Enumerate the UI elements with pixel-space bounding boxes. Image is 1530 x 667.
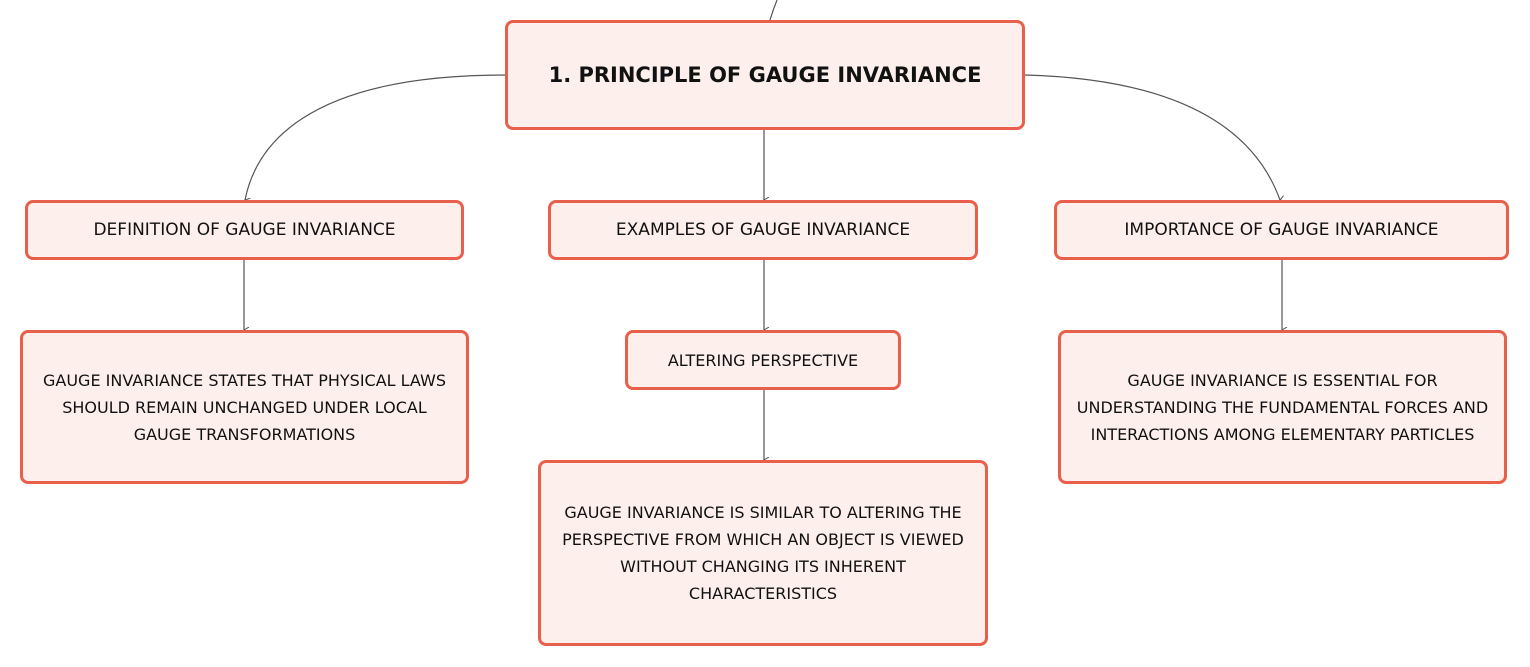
- examples-node-label: EXAMPLES OF GAUGE INVARIANCE: [615, 220, 911, 240]
- definition-node-label: DEFINITION OF GAUGE INVARIANCE: [93, 220, 396, 240]
- root-to-importance-connector: [1024, 74, 1280, 200]
- root-node-label: 1. PRINCIPLE OF GAUGE INVARIANCE: [548, 63, 982, 87]
- altering-perspective-detail-text: GAUGE INVARIANCE IS SIMILAR TO ALTERING …: [562, 503, 964, 603]
- root-node[interactable]: 1. PRINCIPLE OF GAUGE INVARIANCE: [505, 20, 1025, 130]
- importance-detail-text: GAUGE INVARIANCE IS ESSENTIAL FOR UNDERS…: [1076, 370, 1489, 444]
- parent-connector: [769, 0, 778, 21]
- definition-node[interactable]: DEFINITION OF GAUGE INVARIANCE: [25, 200, 464, 260]
- importance-detail-node[interactable]: GAUGE INVARIANCE IS ESSENTIAL FOR UNDERS…: [1058, 330, 1507, 484]
- altering-perspective-detail-node[interactable]: GAUGE INVARIANCE IS SIMILAR TO ALTERING …: [538, 460, 988, 646]
- importance-node-label: IMPORTANCE OF GAUGE INVARIANCE: [1124, 220, 1439, 240]
- definition-detail-text: GAUGE INVARIANCE STATES THAT PHYSICAL LA…: [43, 370, 446, 444]
- examples-node[interactable]: EXAMPLES OF GAUGE INVARIANCE: [548, 200, 978, 260]
- definition-detail-node[interactable]: GAUGE INVARIANCE STATES THAT PHYSICAL LA…: [20, 330, 469, 484]
- altering-perspective-node[interactable]: ALTERING PERSPECTIVE: [625, 330, 901, 390]
- altering-perspective-label: ALTERING PERSPECTIVE: [667, 350, 859, 370]
- importance-node[interactable]: IMPORTANCE OF GAUGE INVARIANCE: [1054, 200, 1509, 260]
- root-to-definition-connector: [245, 74, 506, 200]
